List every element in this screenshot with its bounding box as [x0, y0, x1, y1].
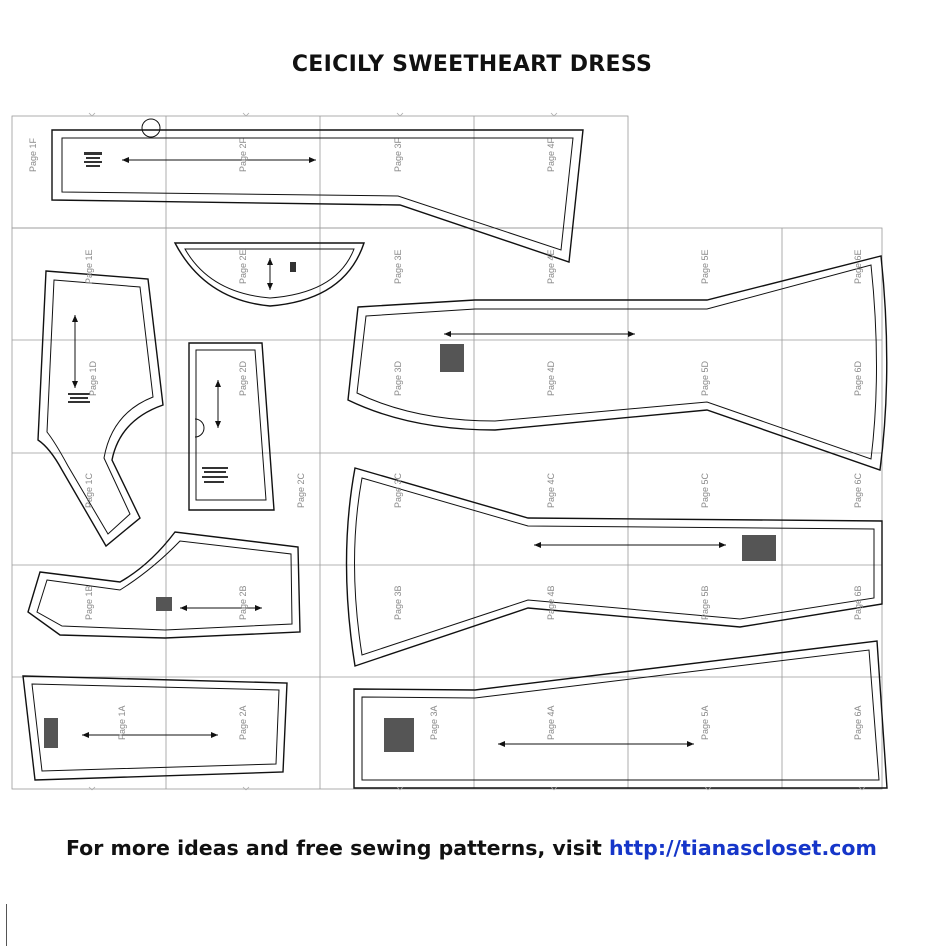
page-label: Page 4F	[546, 137, 556, 172]
page-label: Page 4D	[546, 360, 556, 396]
page-label: Page 2F	[238, 137, 248, 172]
page-label: Page 1B	[84, 585, 94, 620]
page-label: Page 3E	[393, 249, 403, 284]
page-label: Page 5E	[700, 249, 710, 284]
page-label: Page 5C	[700, 472, 710, 508]
page-label: Page 4B	[546, 585, 556, 620]
pattern-piece-skirt-lining	[353, 640, 888, 789]
page-label: Page 1E	[84, 249, 94, 284]
page-label: Page 1D	[88, 360, 98, 396]
page-label: Page 2E	[238, 249, 248, 284]
page-label: Page 4C	[546, 472, 556, 508]
page-label: Page 2A	[238, 705, 248, 740]
pattern-piece-waistband-left	[22, 675, 288, 781]
page-label: Page 3A	[429, 705, 439, 740]
page-label: Page 5A	[700, 705, 710, 740]
page-label: Page 6C	[853, 472, 863, 508]
page-label: Page 6B	[853, 585, 863, 620]
tile-alignment-marks	[88, 112, 866, 791]
page-label: Page 3D	[393, 360, 403, 396]
page-label: Page 6D	[853, 360, 863, 396]
footer-text: For more ideas and free sewing patterns,…	[66, 836, 609, 860]
document-title: CEICILY SWEETHEART DRESS	[291, 52, 653, 77]
pattern-piece-skirt-back	[347, 255, 888, 471]
page-label: Page 2B	[238, 585, 248, 620]
page-label: Page 6E	[853, 249, 863, 284]
pattern-piece-half-circle	[173, 242, 365, 307]
page-label: Page 1C	[84, 472, 94, 508]
page-tile-grid	[11, 115, 883, 790]
page-label: Page 5D	[700, 360, 710, 396]
page-label: Page 2D	[238, 360, 248, 396]
page-label: Page 3F	[393, 137, 403, 172]
page-label: Page 4A	[546, 705, 556, 740]
page-label: Page 4E	[546, 249, 556, 284]
page-label: Page 2C	[296, 472, 306, 508]
pattern-piece-strap	[51, 118, 584, 263]
page-labels: Page 1F Page 2F Page 3F Page 4F Page 1E …	[28, 137, 863, 740]
pattern-piece-bodice	[37, 270, 164, 548]
footer-note: For more ideas and free sewing patterns,…	[66, 836, 877, 860]
pattern-piece-band	[27, 531, 301, 639]
pattern-piece-skirt-front	[345, 467, 883, 667]
grainline-arrowheads	[72, 157, 726, 747]
page-label: Page 1A	[117, 705, 127, 740]
page-label: Page 1F	[28, 137, 38, 172]
page-label: Page 3C	[393, 472, 403, 508]
website-link[interactable]: http://tianascloset.com	[608, 836, 877, 860]
page-label: Page 3B	[393, 585, 403, 620]
page-label: Page 6A	[853, 705, 863, 740]
page-label: Page 5B	[700, 585, 710, 620]
page-edge-mark	[6, 904, 7, 946]
pattern-piece-facing	[188, 342, 275, 511]
piece-info-blocks	[44, 152, 776, 752]
